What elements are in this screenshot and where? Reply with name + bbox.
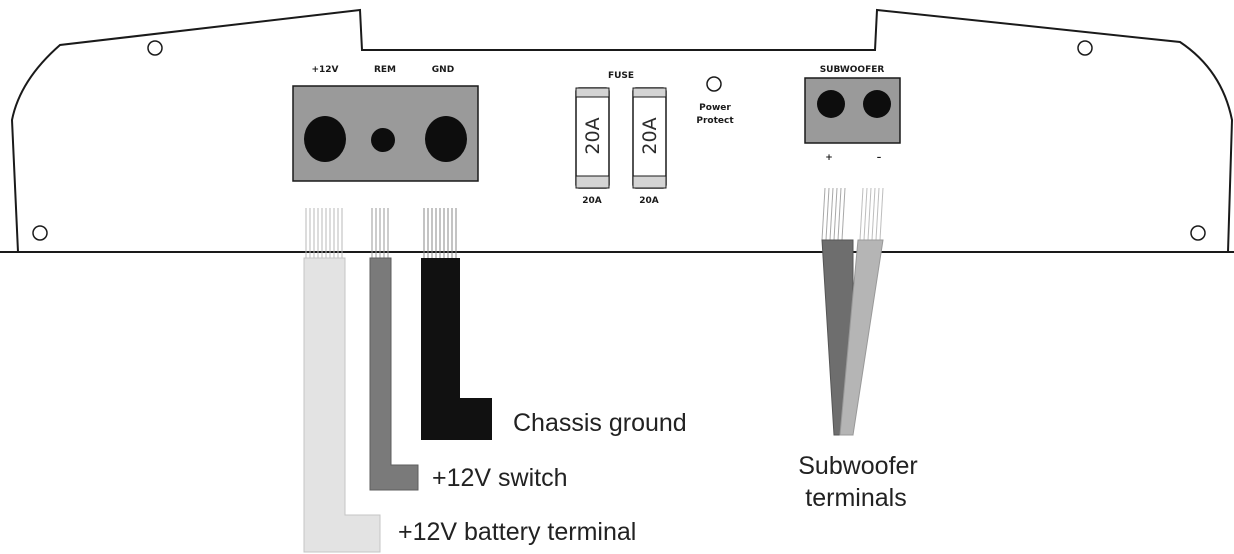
battery-wire-strands bbox=[305, 208, 343, 258]
ground-wire-strands bbox=[423, 208, 457, 258]
terminal-hole-12v bbox=[304, 116, 346, 162]
subwoofer-terminals-label-line1: Subwoofer bbox=[798, 452, 918, 480]
power-protect-label-line1: Power bbox=[699, 103, 731, 113]
fuse-1-body-label: 20A bbox=[582, 117, 604, 154]
subwoofer-negative-wire bbox=[839, 239, 884, 436]
terminal-label-12v: +12V bbox=[311, 65, 338, 75]
subwoofer-terminals-label-line2: terminals bbox=[805, 484, 906, 512]
fuse-1: 20A bbox=[575, 87, 610, 189]
fuse-2: 20A bbox=[632, 87, 667, 189]
terminal-label-gnd: GND bbox=[432, 65, 454, 75]
battery-wire bbox=[303, 257, 381, 553]
terminal-hole-gnd bbox=[425, 116, 467, 162]
power-protect-led bbox=[706, 76, 722, 92]
subwoofer-terminal-negative bbox=[863, 90, 891, 118]
power-protect-label-line2: Protect bbox=[696, 116, 734, 126]
subwoofer-positive-sign: + bbox=[825, 153, 833, 163]
fuse-2-body-label: 20A bbox=[639, 117, 661, 154]
terminal-label-rem: REM bbox=[374, 65, 396, 75]
subwoofer-title: SUBWOOFER bbox=[820, 65, 885, 75]
mounting-hole-top-right bbox=[1077, 40, 1093, 56]
subwoofer-terminal-positive bbox=[817, 90, 845, 118]
chassis-ground-label: Chassis ground bbox=[513, 409, 687, 437]
subwoofer-negative-strands bbox=[859, 187, 884, 241]
fuse-2-rating: 20A bbox=[639, 196, 659, 206]
subwoofer-negative-sign: – bbox=[877, 153, 882, 163]
mounting-hole-top-left bbox=[147, 40, 163, 56]
switch-12v-label: +12V switch bbox=[432, 464, 568, 492]
battery-terminal-label: +12V battery terminal bbox=[398, 518, 636, 546]
switch-wire-strands bbox=[371, 208, 389, 258]
switch-wire bbox=[369, 257, 419, 491]
terminal-hole-rem bbox=[371, 128, 395, 152]
fuse-title: FUSE bbox=[608, 71, 634, 81]
amplifier-housing-outline bbox=[10, 8, 1234, 253]
subwoofer-positive-strands bbox=[821, 187, 846, 241]
mounting-hole-bottom-left bbox=[32, 225, 48, 241]
fuse-1-rating: 20A bbox=[582, 196, 602, 206]
ground-wire bbox=[421, 258, 492, 440]
mounting-hole-bottom-right bbox=[1190, 225, 1206, 241]
